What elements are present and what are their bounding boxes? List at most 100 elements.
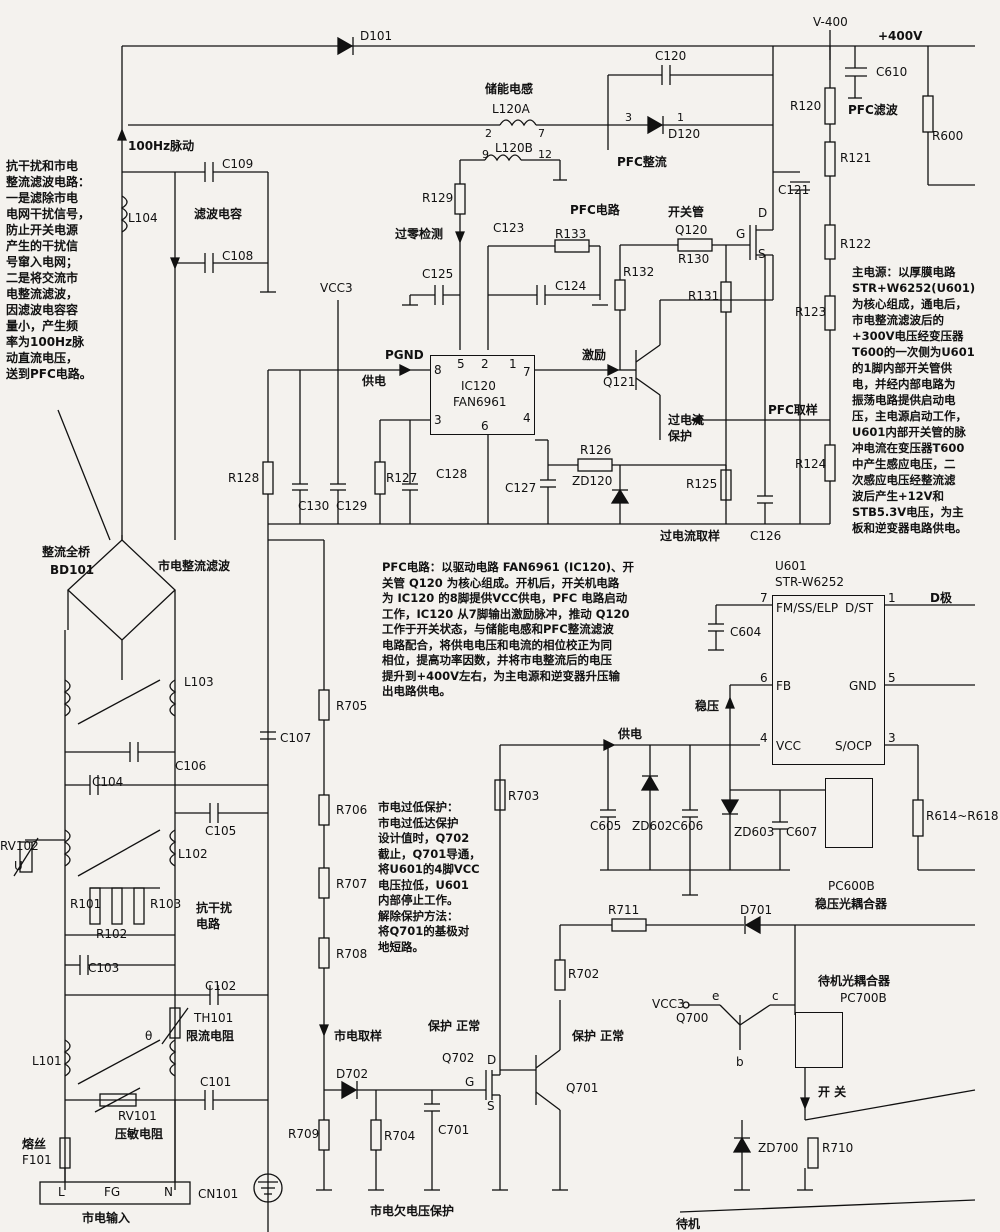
label-mains-rectify: 市电整流滤波 [158, 559, 231, 573]
label-c126: C126 [750, 529, 782, 543]
ic120-pin-8: 8 [434, 363, 442, 377]
label-r125: R125 [686, 477, 718, 491]
pc700b-optocoupler [795, 1012, 843, 1068]
label-r123: R123 [795, 305, 827, 319]
label-r704: R704 [384, 1129, 416, 1143]
label-q701: Q701 [566, 1081, 599, 1095]
label-c123: C123 [493, 221, 525, 235]
label-c107: C107 [280, 731, 312, 745]
label-r121: R121 [840, 151, 872, 165]
note-anti-interference: 抗干扰和市电 整流滤波电路： 一是滤除市电 电网干扰信号， 防止开关电源 产生的… [6, 159, 92, 381]
label-r706: R706 [336, 803, 368, 817]
label-r600: R600 [932, 129, 964, 143]
ic120-pin-4: 4 [523, 411, 531, 425]
label-zd120: ZD120 [572, 474, 613, 488]
label-cn101: CN101 [198, 1187, 239, 1201]
label-r710: R710 [822, 1141, 854, 1155]
label-c106: C106 [175, 759, 207, 773]
label-standby: 待机 [676, 1217, 701, 1231]
label-d120-p1: 1 [677, 111, 684, 124]
u601-pin-vcc: VCC [776, 739, 801, 753]
u601-n4: 4 [760, 731, 768, 745]
label-vcc3b: VCC3 [652, 997, 685, 1011]
label-c108: C108 [222, 249, 254, 263]
label-vcc3: VCC3 [320, 281, 353, 295]
label-r128: R128 [228, 471, 260, 485]
label-rv101: RV101 [118, 1109, 157, 1123]
label-fuse: 熔丝 [22, 1137, 47, 1151]
label-pin-n: N [164, 1185, 173, 1199]
label-c105: C105 [205, 824, 237, 838]
label-d120: D120 [668, 127, 701, 141]
label-filter-cap: 滤波电容 [194, 207, 243, 221]
label-q121: Q121 [603, 375, 636, 389]
label-rv102-u: U [14, 859, 23, 873]
u601-n5: 5 [888, 671, 896, 685]
label-r709: R709 [288, 1127, 320, 1141]
label-q120-d: D [758, 206, 768, 220]
label-r126: R126 [580, 443, 612, 457]
label-q702-d: D [487, 1053, 497, 1067]
label-r707: R707 [336, 877, 368, 891]
label-c103: C103 [88, 961, 120, 975]
label-c124: C124 [555, 279, 587, 293]
u601-name: U601 [775, 559, 807, 573]
ic120-chip: 8 5 2 1 7 IC120 FAN6961 3 6 4 [430, 355, 535, 435]
u601-pin-socp: S/OCP [835, 739, 872, 753]
label-bridge: 整流全桥 [42, 545, 91, 559]
label-r132: R132 [623, 265, 655, 279]
label-r705: R705 [336, 699, 368, 713]
label-c101: C101 [200, 1075, 232, 1089]
label-q700-c: c [772, 989, 779, 1003]
label-q700: Q700 [676, 1011, 709, 1025]
ic120-pin-3: 3 [434, 413, 442, 427]
ic120-name: IC120 [461, 379, 496, 393]
label-r120: R120 [790, 99, 822, 113]
label-l120b-p9: 9 [482, 148, 489, 161]
label-q120-g: G [736, 227, 746, 241]
label-varistor: 压敏电阻 [115, 1127, 164, 1141]
u601-pin-gnd: GND [849, 679, 877, 693]
label-rv102: RV102 [0, 839, 39, 853]
label-pc700b: PC700B [840, 991, 887, 1005]
label-r101: R101 [70, 897, 102, 911]
label-l120a: L120A [492, 102, 530, 116]
label-r708: R708 [336, 947, 368, 961]
label-pfc-circuit: PFC电路 [570, 203, 620, 217]
label-zd700: ZD700 [758, 1141, 799, 1155]
label-q702: Q702 [442, 1051, 475, 1065]
label-q700-e: e [712, 989, 720, 1003]
ic120-pin-1: 1 [509, 357, 517, 371]
label-pgnd: PGND [385, 348, 424, 362]
label-q702-g: G [465, 1075, 475, 1089]
ic120-pin-6: 6 [481, 419, 489, 433]
label-r129: R129 [422, 191, 454, 205]
label-p400v: +400V [878, 29, 923, 43]
label-l102: L102 [178, 847, 208, 861]
u601-n1: 1 [888, 591, 896, 605]
label-v400: V-400 [813, 15, 848, 29]
label-theta: θ [145, 1029, 153, 1043]
label-switch-tube: 开关管 [668, 205, 705, 219]
label-c125: C125 [422, 267, 454, 281]
label-q700-b: b [736, 1055, 744, 1069]
u601-n7: 7 [760, 591, 768, 605]
label-r711: R711 [608, 903, 640, 917]
label-zd602: ZD602 [632, 819, 673, 833]
label-c606: C606 [672, 819, 704, 833]
pc600b-optocoupler [825, 778, 873, 848]
label-q120: Q120 [675, 223, 708, 237]
u601-pin-fb: FB [776, 679, 792, 693]
label-c128: C128 [436, 467, 468, 481]
label-d120-p3: 3 [625, 111, 632, 124]
label-pfc-rectify: PFC整流 [617, 155, 667, 169]
label-anti-interference: 抗干扰 电路 [196, 901, 233, 931]
label-c109: C109 [222, 157, 254, 171]
label-c605: C605 [590, 819, 622, 833]
label-f101: F101 [22, 1153, 52, 1167]
u601-pin-dst: D/ST [845, 601, 874, 615]
label-bd101: BD101 [50, 563, 95, 577]
label-c607: C607 [786, 825, 818, 839]
label-l101: L101 [32, 1054, 62, 1068]
